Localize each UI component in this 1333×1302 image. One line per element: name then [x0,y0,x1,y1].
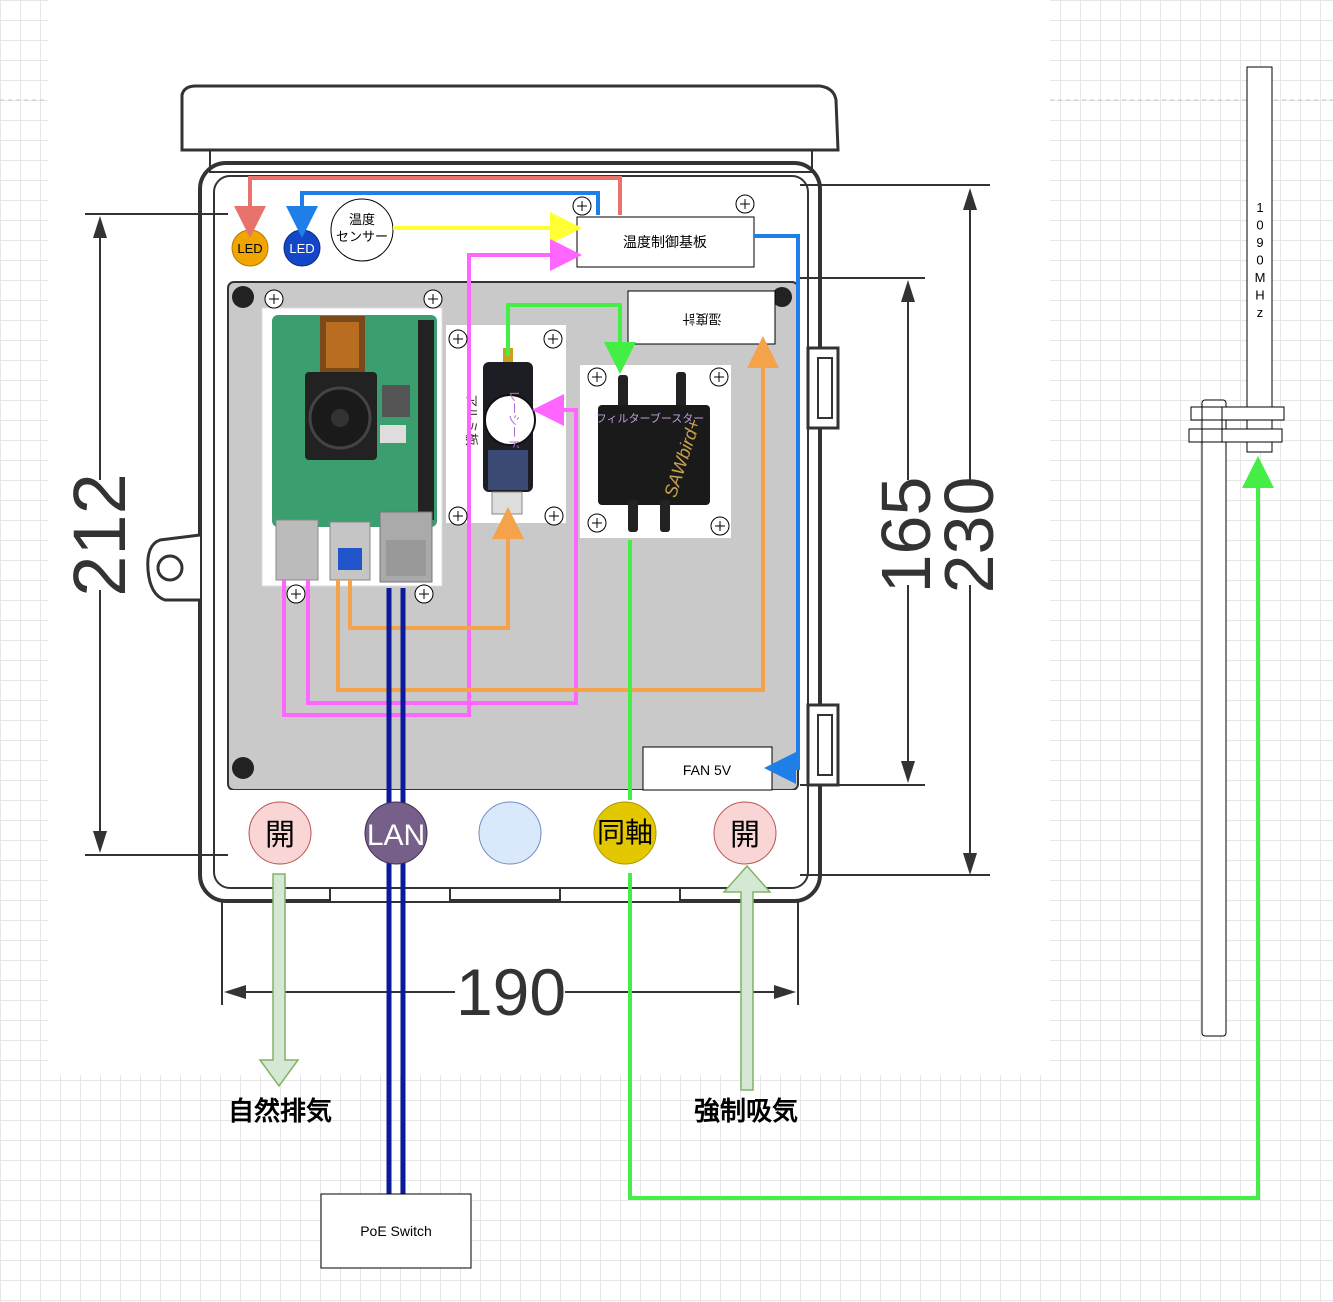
port-lan-label: LAN [367,819,425,852]
raspberry-pi-board [261,307,443,587]
exhaust-arrow-icon [258,873,300,1088]
port-coax-label: 同軸 [597,817,653,848]
fan-box [642,746,773,791]
poe-switch-box [320,1193,472,1269]
filter-booster [580,365,731,538]
temperature-control-board [576,216,755,268]
dimension-190: 190 [456,955,566,1029]
dimension-165: 165 [867,477,945,594]
dimension-230: 230 [930,477,1008,594]
intake-label: 強制吸気 [694,1096,798,1126]
port-vent-right-icon [713,801,777,865]
dimension-212: 212 [58,473,141,596]
port-vent-left-label: 開 [265,819,295,852]
temperature-board-label: 温度制御基板 [623,234,707,250]
intake-arrow-icon [722,864,772,1091]
filter-booster-label: フィルターブースター [596,411,705,425]
exhaust-label: 自然排気 [228,1096,332,1126]
fan-label: FAN 5V [683,762,732,778]
led-orange-label: LED [237,241,262,256]
aluminum-plate-label: アルミ板 [464,394,479,446]
hygrometer-label: 湿度計 [682,312,721,327]
port-coax-icon [593,801,657,865]
wires [234,176,1274,1200]
sdr-dongle-label: レーシード [507,390,521,450]
antenna [1188,66,1285,1037]
port-vent-right-label: 開 [730,819,760,852]
port-empty-icon [478,801,542,865]
hygrometer-box [627,290,776,345]
port-lan-icon [364,801,428,865]
dimension-lines [85,184,990,999]
mounting-screws [264,194,755,604]
temperature-sensor-label-2: センサー [336,229,388,244]
port-vent-left-icon [248,801,312,865]
temperature-sensor-label-1: 温度 [349,212,375,227]
poe-switch-label: PoE Switch [360,1223,432,1239]
led-blue-label: LED [289,241,314,256]
lan-cable [386,588,406,1196]
